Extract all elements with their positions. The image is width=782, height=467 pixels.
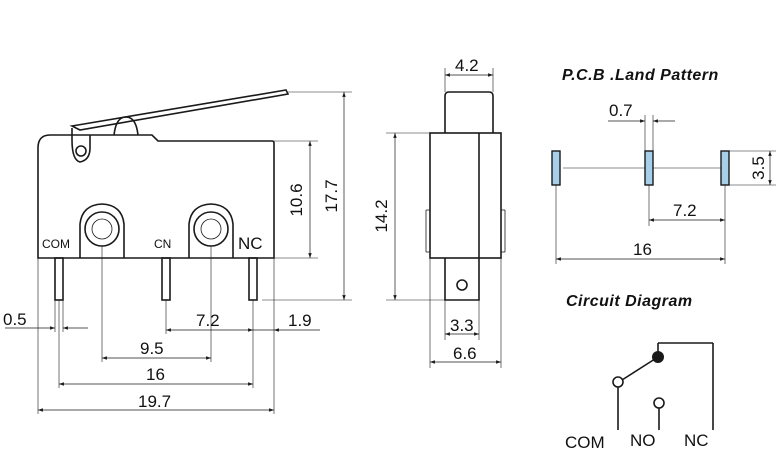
dim-side-height: 14.2 (372, 199, 391, 232)
front-view: COM CN NC 10.6 17.7 0.5 7.2 1.9 (3, 89, 352, 414)
label-cn: CN (154, 237, 171, 251)
pivot-hole (75, 145, 87, 157)
circuit-title: Circuit Diagram (566, 293, 693, 310)
mounting-hole-left (84, 211, 120, 247)
boss-left (79, 203, 125, 258)
dim-body-width: 6.6 (453, 344, 477, 363)
pcb-title: P.C.B .Land Pattern (562, 67, 719, 84)
switch-body (37, 134, 275, 259)
dim-height-total: 17.7 (322, 179, 341, 212)
pin-nc (248, 257, 258, 301)
pad-nc (720, 150, 730, 186)
mounting-hole-right (193, 211, 229, 247)
label-nc: NC (238, 234, 263, 253)
pcb-land-pattern: P.C.B .Land Pattern 0.7 3.5 7.2 16 (551, 67, 776, 264)
dim-height-body: 10.6 (287, 183, 306, 216)
com-terminal (612, 376, 624, 388)
dim-pad-height: 3.5 (749, 156, 768, 180)
pin-com (54, 257, 64, 301)
dim-pin-width: 0.5 (3, 310, 27, 329)
side-terminal (444, 258, 480, 301)
circuit-diagram: Circuit Diagram COM NO NC (565, 293, 714, 452)
switch-arm (621, 356, 659, 381)
circuit-label-nc: NC (684, 431, 709, 450)
circuit-label-no: NO (630, 431, 656, 450)
dim-pad-span: 16 (633, 240, 652, 259)
boss-right (188, 203, 234, 258)
label-com: COM (42, 237, 70, 251)
no-terminal (653, 397, 665, 409)
side-view: 4.2 14.2 3.3 6.6 (372, 56, 506, 368)
dim-pin-offset: 1.9 (288, 311, 312, 330)
actuator-lever (69, 89, 290, 131)
dim-plunger-width: 4.2 (455, 56, 479, 75)
pad-cn (644, 150, 654, 186)
mounting-hole-right-inner (200, 218, 222, 240)
dim-pad-pitch: 7.2 (673, 201, 697, 220)
dim-pitch-cn-nc: 7.2 (196, 311, 220, 330)
dim-length-total: 19.7 (138, 392, 171, 411)
circuit-label-com: COM (565, 433, 605, 452)
side-body (429, 132, 502, 259)
dim-pitch-com-nc: 16 (146, 365, 165, 384)
dim-pad-width: 0.7 (609, 101, 633, 120)
mounting-hole-left-inner (91, 218, 113, 240)
terminal-hole (456, 279, 468, 291)
dim-pitch-com-cn: 9.5 (140, 339, 164, 358)
side-plunger (444, 91, 494, 133)
actuator-button (113, 116, 139, 136)
lever-pivot (71, 128, 91, 163)
pad-com (551, 150, 561, 186)
dim-tab-width: 3.3 (450, 316, 474, 335)
pin-cn (161, 257, 171, 301)
